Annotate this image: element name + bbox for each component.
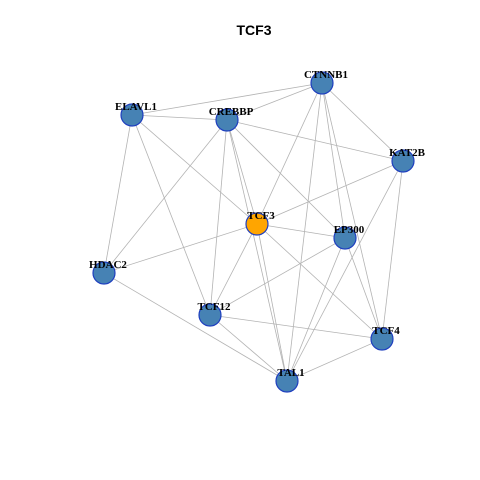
edge-ep300-tcf4 [344,237,383,340]
edge-tcf3-tcf4 [256,223,383,340]
node-label-tcf4: TCF4 [372,325,400,337]
edge-elavl1-crebbp [131,114,228,121]
edge-crebbp-hdac2 [103,119,228,274]
edge-ctnnb1-ep300 [321,82,346,239]
node-kat2b[interactable] [391,149,415,173]
node-tcf12[interactable] [198,303,222,327]
edge-tcf3-tcf12 [209,223,258,316]
edge-ctnnb1-tcf4 [321,82,383,340]
node-label-ctnnb1: CTNNB1 [304,69,348,81]
edge-ep300-tal1 [286,237,346,382]
edge-crebbp-tal1 [226,119,288,382]
edge-ep300-tcf12 [209,237,346,316]
edge-crebbp-tcf3 [226,119,258,225]
graph-title: TCF3 [237,22,272,38]
edge-tcf3-hdac2 [103,223,258,274]
edge-elavl1-hdac2 [103,114,133,274]
node-tcf3[interactable] [245,212,269,236]
node-label-tal1: TAL1 [277,367,304,379]
edge-tcf12-tcf4 [209,314,383,340]
edge-tcf3-ep300 [256,223,346,239]
node-ctnnb1[interactable] [310,71,334,95]
node-layer [92,71,415,393]
node-crebbp[interactable] [215,108,239,132]
node-label-tcf3: TCF3 [247,210,275,222]
node-tcf4[interactable] [370,327,394,351]
edge-layer [103,82,404,382]
node-ep300[interactable] [333,226,357,250]
node-label-tcf12: TCF12 [198,301,232,313]
edge-tcf12-tal1 [209,314,288,382]
edge-elavl1-ctnnb1 [131,82,323,116]
edge-crebbp-ep300 [226,119,346,239]
edge-ctnnb1-kat2b [321,82,404,162]
edge-kat2b-tal1 [286,160,404,382]
edge-elavl1-tcf3 [131,114,258,225]
edge-kat2b-tcf3 [256,160,404,225]
node-label-kat2b: KAT2B [389,147,426,159]
node-label-ep300: EP300 [334,224,365,236]
node-elavl1[interactable] [120,103,144,127]
edge-kat2b-tcf4 [381,160,404,340]
edge-ctnnb1-tcf3 [256,82,323,225]
edge-ctnnb1-tal1 [286,82,323,382]
node-label-hdac2: HDAC2 [89,259,127,271]
node-hdac2[interactable] [92,261,116,285]
edge-crebbp-tcf12 [209,119,228,316]
node-label-crebbp: CREBBP [209,106,254,118]
edge-tcf3-tal1 [256,223,288,382]
edge-elavl1-tcf12 [131,114,211,316]
edge-crebbp-ctnnb1 [226,82,323,121]
edge-tcf4-tal1 [286,338,383,382]
node-label-elavl1: ELAVL1 [115,101,157,113]
node-tal1[interactable] [275,369,299,393]
edge-hdac2-tal1 [103,272,288,382]
